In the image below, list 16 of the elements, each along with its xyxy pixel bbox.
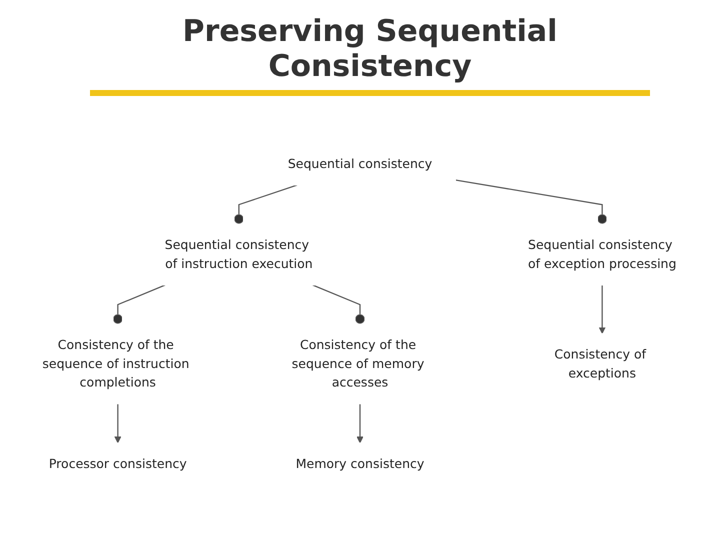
node-text: Sequential consistency xyxy=(288,156,432,172)
arrow xyxy=(114,404,122,444)
node-text: Memory consistency xyxy=(296,456,424,472)
node-text: Sequential consistency of exception processing xyxy=(528,237,676,272)
node-text: Consistency of the sequence of instruction completions xyxy=(42,337,190,390)
connector xyxy=(113,284,166,324)
node-text: Consistency of the sequence of memory accesses xyxy=(292,337,424,390)
arrow xyxy=(598,285,606,334)
connector xyxy=(234,184,298,224)
connector xyxy=(312,284,365,324)
slide-title: Preserving Sequential Consistency xyxy=(90,14,650,96)
node-text: Consistency of exceptions xyxy=(554,346,646,380)
connector xyxy=(456,179,607,224)
node-text: Sequential consistency of instruction execution xyxy=(164,237,313,272)
node-text: Processor consistency xyxy=(48,456,187,472)
arrow xyxy=(356,404,364,444)
